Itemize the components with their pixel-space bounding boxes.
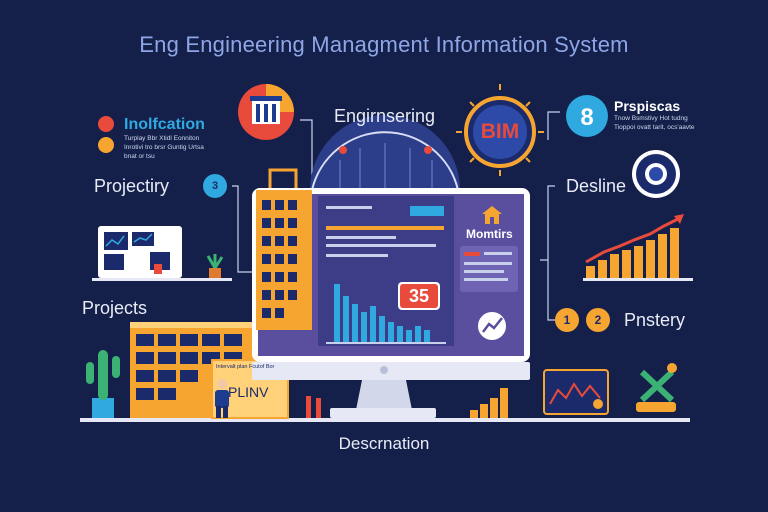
tall-building-front [256, 190, 312, 330]
projects-label: Projects [82, 298, 148, 318]
cactus-icon [86, 350, 120, 418]
step-circle-1 [555, 308, 579, 332]
desline-label: Desline [566, 176, 627, 196]
mini-bar-chart [470, 388, 508, 418]
dome-node-right [424, 146, 432, 154]
bim-label: BIM [480, 120, 520, 143]
dome-node-left [339, 146, 347, 154]
plan-label: PLINV [228, 384, 269, 400]
badge-number: 8 [580, 104, 594, 131]
projectiry-label: Projectiry [94, 176, 170, 196]
number-badge-circle [566, 95, 608, 137]
postery-label: Pnstery [624, 310, 686, 330]
building-circle-icon [238, 84, 294, 140]
bim-badge-icon [456, 84, 544, 176]
step-circle [203, 174, 227, 198]
ground-line [80, 418, 690, 422]
trend-arrow-icon [476, 310, 508, 342]
line-chart-board-icon [543, 369, 609, 415]
indication-heading: Inolfcation [124, 116, 205, 133]
dome-ribs [339, 143, 433, 190]
step-number: 3 [211, 180, 219, 192]
plan-caption: Intervalt plan Fcutof Bor [216, 364, 275, 370]
prospices-heading: Prspiscas [614, 98, 681, 114]
connector-lines [232, 111, 560, 321]
person-icon [215, 379, 229, 418]
growth-bar-chart [583, 214, 693, 281]
dashboard-board [92, 226, 232, 281]
indication-text: Turplay Bbr Xtidl Eonniton Inrotivi tro … [124, 135, 204, 160]
gear-camera-icon [632, 150, 680, 198]
monitor-panel [318, 196, 454, 346]
kpi-number: 35 [408, 286, 430, 306]
house-icon [482, 206, 502, 224]
description-label: Descrnation [338, 434, 430, 453]
plant-icon [206, 254, 224, 278]
excavator-icon [636, 363, 677, 412]
pillars [306, 396, 321, 418]
monitors-label: Momtirs [466, 227, 513, 241]
engineering-label: Engirnsering [334, 106, 436, 126]
bullet-red-icon [98, 116, 114, 132]
bullet-yellow-icon [98, 137, 114, 153]
step-1-number: 1 [563, 313, 571, 327]
step-2-number: 2 [594, 313, 602, 327]
prospices-text: Tnow Bsmstivy Hot tudng Tioppoi ovatt ta… [614, 115, 695, 131]
monitor-side-panel [460, 246, 518, 292]
page-title: Eng Engineering Managment Information Sy… [139, 32, 629, 57]
step-circle-2 [586, 308, 610, 332]
